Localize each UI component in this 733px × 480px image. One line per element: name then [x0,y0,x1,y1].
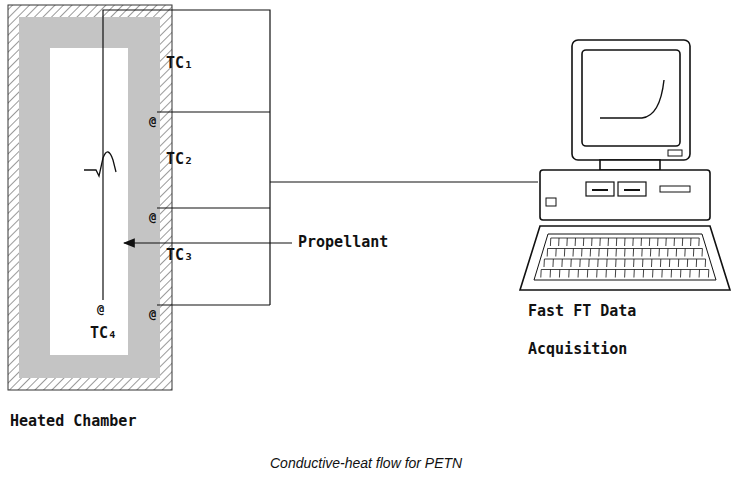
propellant-sample [50,48,128,355]
signal-symbol [84,152,116,176]
device-label: Fast FT Data [528,302,636,320]
chamber-wall [8,5,172,390]
thermocouple-point: @ [149,307,156,321]
thermocouple-label: TC₄ [90,324,117,342]
thermocouple-point: @ [149,210,156,224]
device-label: Acquisition [528,340,627,358]
computer-icon [520,40,730,290]
figure-caption: Conductive-heat flow for PETN [270,455,462,471]
keyboard-keys [541,238,709,278]
chamber-heading: Heated Chamber [10,412,136,430]
thermocouple-point: @ [149,114,156,128]
thermocouple-label: TC₂ [166,150,193,168]
part-label: Propellant [298,233,388,251]
thermocouple-label: TC₁ [166,54,193,72]
thermocouple-point: @ [97,302,104,316]
chamber-insulation [19,17,160,378]
pointer-arrow [124,242,292,243]
wires [103,10,538,305]
thermocouple-label: TC₃ [166,246,193,264]
